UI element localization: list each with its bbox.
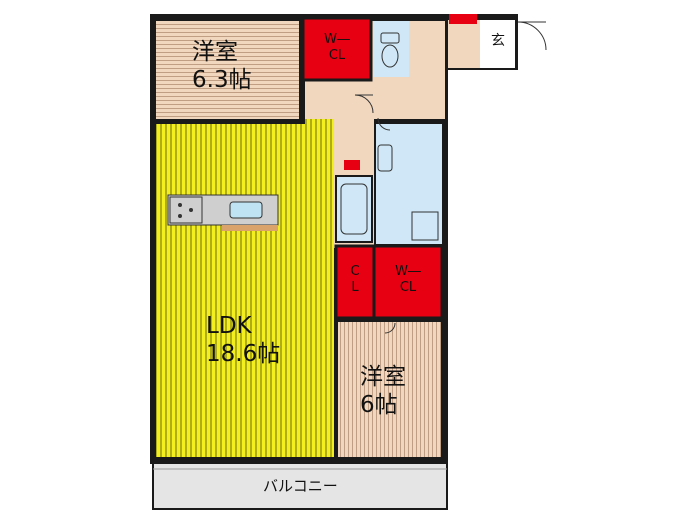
closet-label: C L: [350, 264, 360, 295]
washing-machine-icon: [411, 211, 439, 241]
western-room-south-label: 洋室 6帖: [360, 364, 406, 418]
kitchen-sink-icon: [229, 201, 263, 219]
ldk-floor: [156, 124, 334, 457]
balcony-area: [152, 462, 448, 510]
walk-in-closet-south: [372, 244, 444, 320]
walk-in-closet-south-label: W― CL: [395, 264, 421, 295]
western-room-south-floor: [338, 322, 441, 457]
balcony-label: バルコニー: [263, 477, 338, 495]
closet: [334, 244, 376, 320]
ldk-label: LDK 18.6帖: [206, 313, 281, 367]
western-room-north-floor: [156, 21, 299, 119]
western-room-north-label: 洋室 6.3帖: [192, 39, 252, 93]
bathtub-icon: [340, 183, 368, 235]
walk-in-closet-north-label: W― CL: [324, 32, 350, 63]
entrance-label: 玄: [491, 33, 505, 49]
entrance-door-swing: [517, 21, 547, 51]
washbasin-icon: [377, 144, 393, 172]
entrance-floor: [480, 20, 515, 68]
walk-in-closet-north: [301, 16, 373, 82]
stove-icon: [169, 196, 203, 224]
toilet-icon: [380, 32, 400, 44]
